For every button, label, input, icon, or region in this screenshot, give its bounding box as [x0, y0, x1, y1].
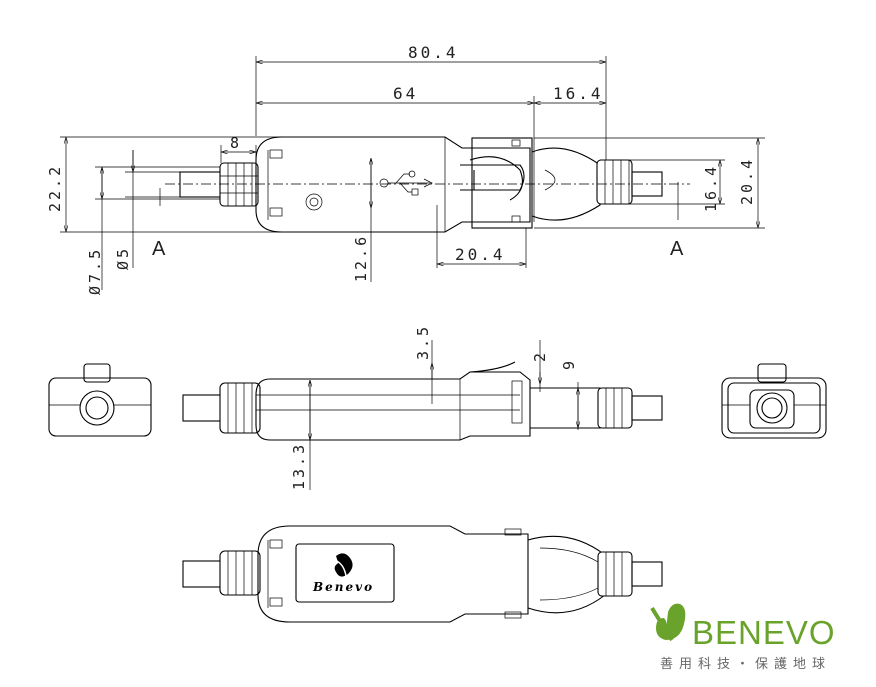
side-view: 3.5 2 9 13.3 — [182, 324, 663, 490]
dim-left-width: 22.2 — [46, 164, 64, 212]
product-label: Benevo — [312, 580, 374, 594]
dim-right-length: 16.4 — [553, 84, 604, 103]
dim-body-length: 64 — [393, 84, 418, 103]
bottom-view: Benevo — [182, 525, 663, 623]
brand-slogan: 善用科技・保護地球 — [660, 656, 831, 672]
dim-dia-outer: Ø7.5 — [86, 247, 104, 295]
dim-body-height: 13.3 — [290, 442, 308, 490]
dim-overall-length: 80.4 — [408, 43, 459, 62]
dim-clip-height: 3.5 — [414, 324, 432, 360]
brand-name: BENEVO — [692, 614, 836, 651]
dim-right-inner: 16.4 — [702, 164, 720, 212]
dim-bottom-length: 20.4 — [455, 245, 506, 264]
section-mark-right: A — [670, 238, 684, 260]
dim-center-offset: 12.6 — [352, 234, 370, 282]
dim-right-width: 20.4 — [738, 157, 756, 205]
dim-dia-inner: Ø5 — [114, 246, 132, 270]
dim-sleeve-length: 8 — [230, 134, 242, 152]
product-label-plate — [295, 543, 395, 603]
top-view: A A 80.4 64 16.4 8 22.2 Ø7.5 Ø5 — [46, 43, 765, 295]
benevo-leaf-icon — [334, 553, 353, 577]
dim-clip-gap: 2 — [531, 350, 549, 362]
dim-side-height: 9 — [560, 358, 578, 370]
left-end-view — [48, 363, 152, 437]
benevo-logo: BENEVO 善用科技・保護地球 — [650, 603, 836, 672]
section-mark-left: A — [152, 238, 166, 260]
green-leaf-icon — [650, 603, 686, 642]
right-end-view — [721, 363, 827, 439]
